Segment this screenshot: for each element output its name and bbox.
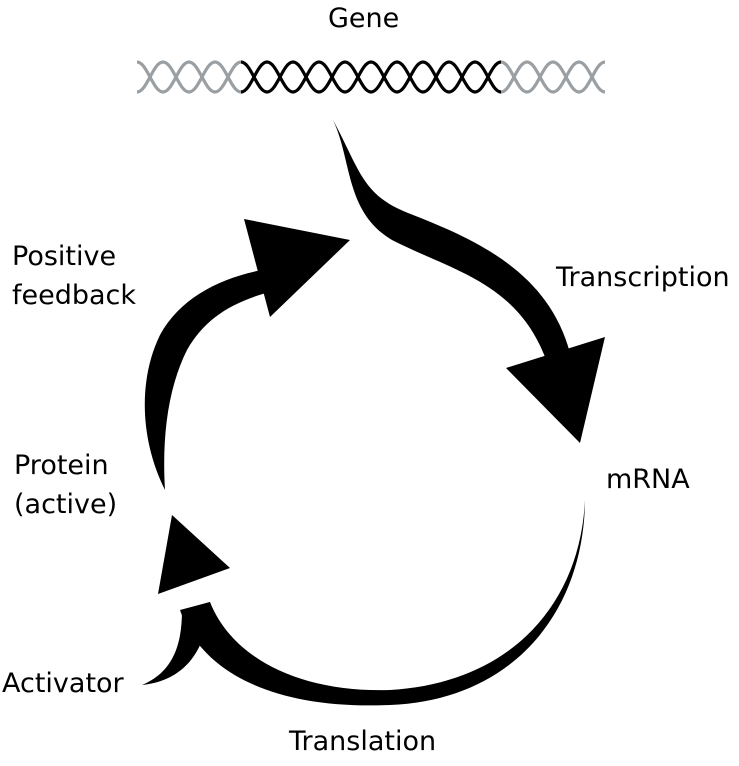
mrna-label: mRNA (606, 464, 690, 495)
translation-label: Translation (289, 726, 437, 757)
activator-label: Activator (2, 668, 124, 699)
dna-left-flank-strand-a (136, 60, 242, 94)
positive-feedback-label-line2: feedback (12, 280, 137, 311)
transcription-arrow (333, 120, 605, 443)
gene-strand-a (240, 60, 502, 94)
dna-left-flank-strand-b (136, 60, 242, 94)
transcription-arrow-shaft (333, 120, 570, 365)
positive-feedback-arrow (144, 219, 350, 490)
dna-right-flank-strand-b (500, 60, 606, 94)
positive-feedback-label-line1: Positive (12, 241, 117, 272)
transcription-label: Transcription (556, 262, 730, 293)
translation-arrow-body (180, 500, 585, 706)
gene-label: Gene (328, 3, 400, 34)
dna-right-flank-strand-a (500, 60, 606, 94)
dna-helix (136, 60, 606, 94)
translation-arrowhead (158, 515, 230, 594)
activator-tail (142, 602, 210, 685)
protein-label-line2: (active) (14, 489, 118, 520)
translation-arrow (158, 500, 585, 706)
gene-strand-b (240, 60, 502, 94)
protein-label-line1: Protein (14, 450, 109, 481)
feedback-arrowhead (244, 219, 350, 317)
feedback-arrow-body (144, 270, 278, 490)
transcription-arrowhead (506, 337, 605, 443)
